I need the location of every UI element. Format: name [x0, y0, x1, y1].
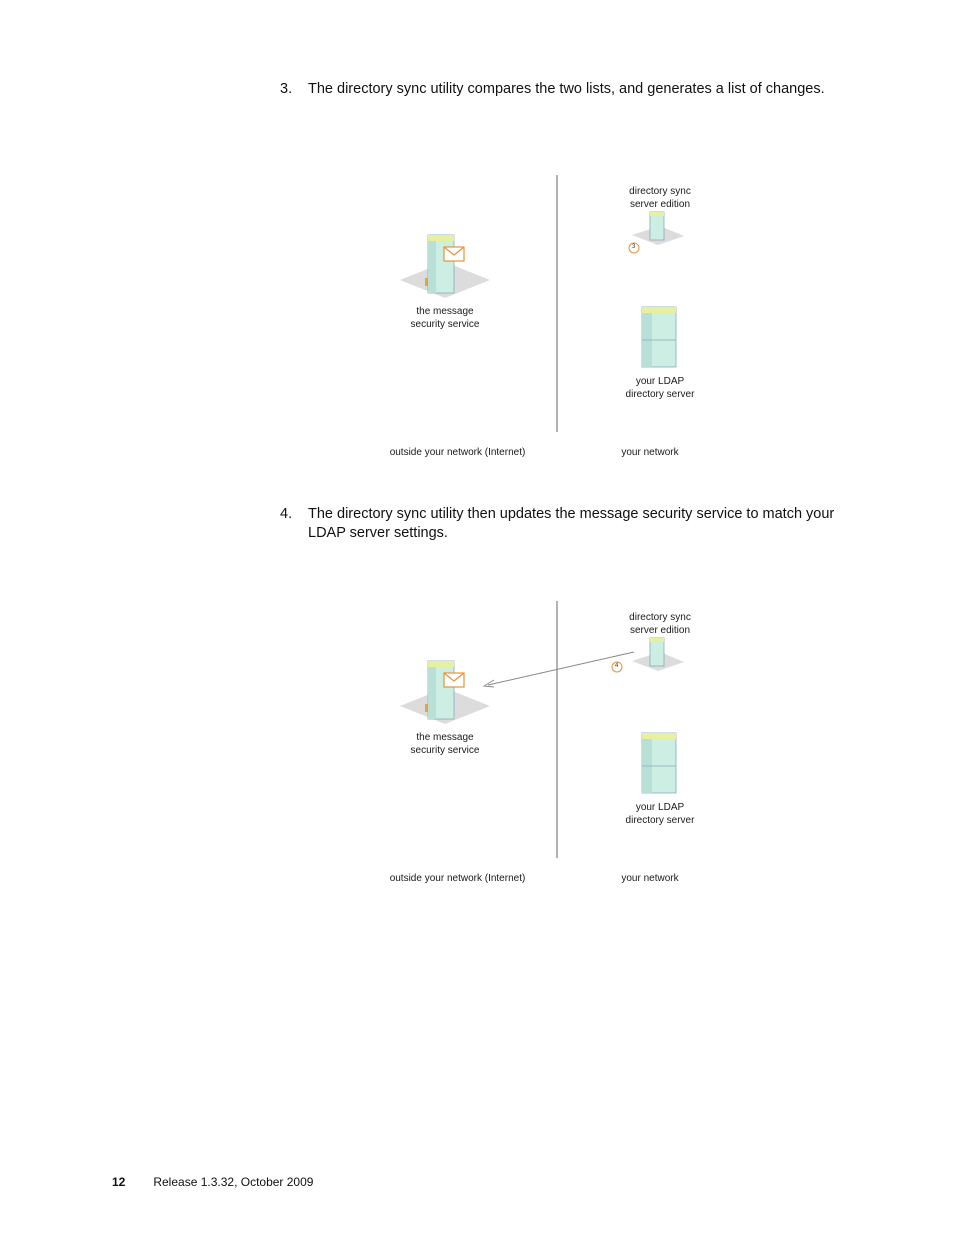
diagram-step-4: 4 the message security service directory…	[370, 596, 710, 896]
ldap-server-icon	[641, 306, 677, 368]
page-number: 12	[112, 1175, 126, 1189]
update-arrow	[487, 651, 635, 686]
diagram-step-3: 3 the message security service directory…	[370, 170, 710, 470]
diagram-graphic	[400, 601, 684, 858]
dsync-label: directory sync server edition	[629, 612, 691, 636]
your-network-label: your network	[621, 873, 679, 884]
ldap-label: your LDAP directory server	[625, 376, 695, 400]
message-server-icon	[400, 660, 490, 724]
step-marker: 4	[615, 663, 619, 669]
ldap-label: your LDAP directory server	[625, 802, 695, 826]
step-number: 4.	[280, 506, 293, 522]
outside-network-label: outside your network (Internet)	[389, 873, 526, 884]
outside-network-label: outside your network (Internet)	[389, 447, 526, 458]
step-marker: 3	[632, 244, 636, 250]
message-server-icon	[400, 234, 490, 298]
message-service-label: the message security service	[410, 306, 480, 330]
arrow-head-icon	[482, 679, 495, 688]
message-service-label: the message security service	[410, 732, 480, 756]
step-marker-icon	[628, 242, 640, 254]
step-text: The directory sync utility then updates …	[308, 506, 835, 541]
your-network-label: your network	[621, 447, 679, 458]
ldap-server-icon	[641, 732, 677, 794]
release-info: Release 1.3.32, October 2009	[153, 1175, 314, 1189]
diagram-graphic	[400, 175, 684, 432]
dsync-label: directory sync server edition	[629, 186, 691, 210]
page-footer: 12 Release 1.3.32, October 2009	[112, 1175, 313, 1189]
step-number: 3.	[280, 81, 293, 97]
step-marker-icon	[611, 661, 623, 673]
dsync-server-icon	[632, 637, 684, 671]
dsync-server-icon	[632, 211, 684, 245]
step-text: The directory sync utility compares the …	[308, 81, 825, 97]
